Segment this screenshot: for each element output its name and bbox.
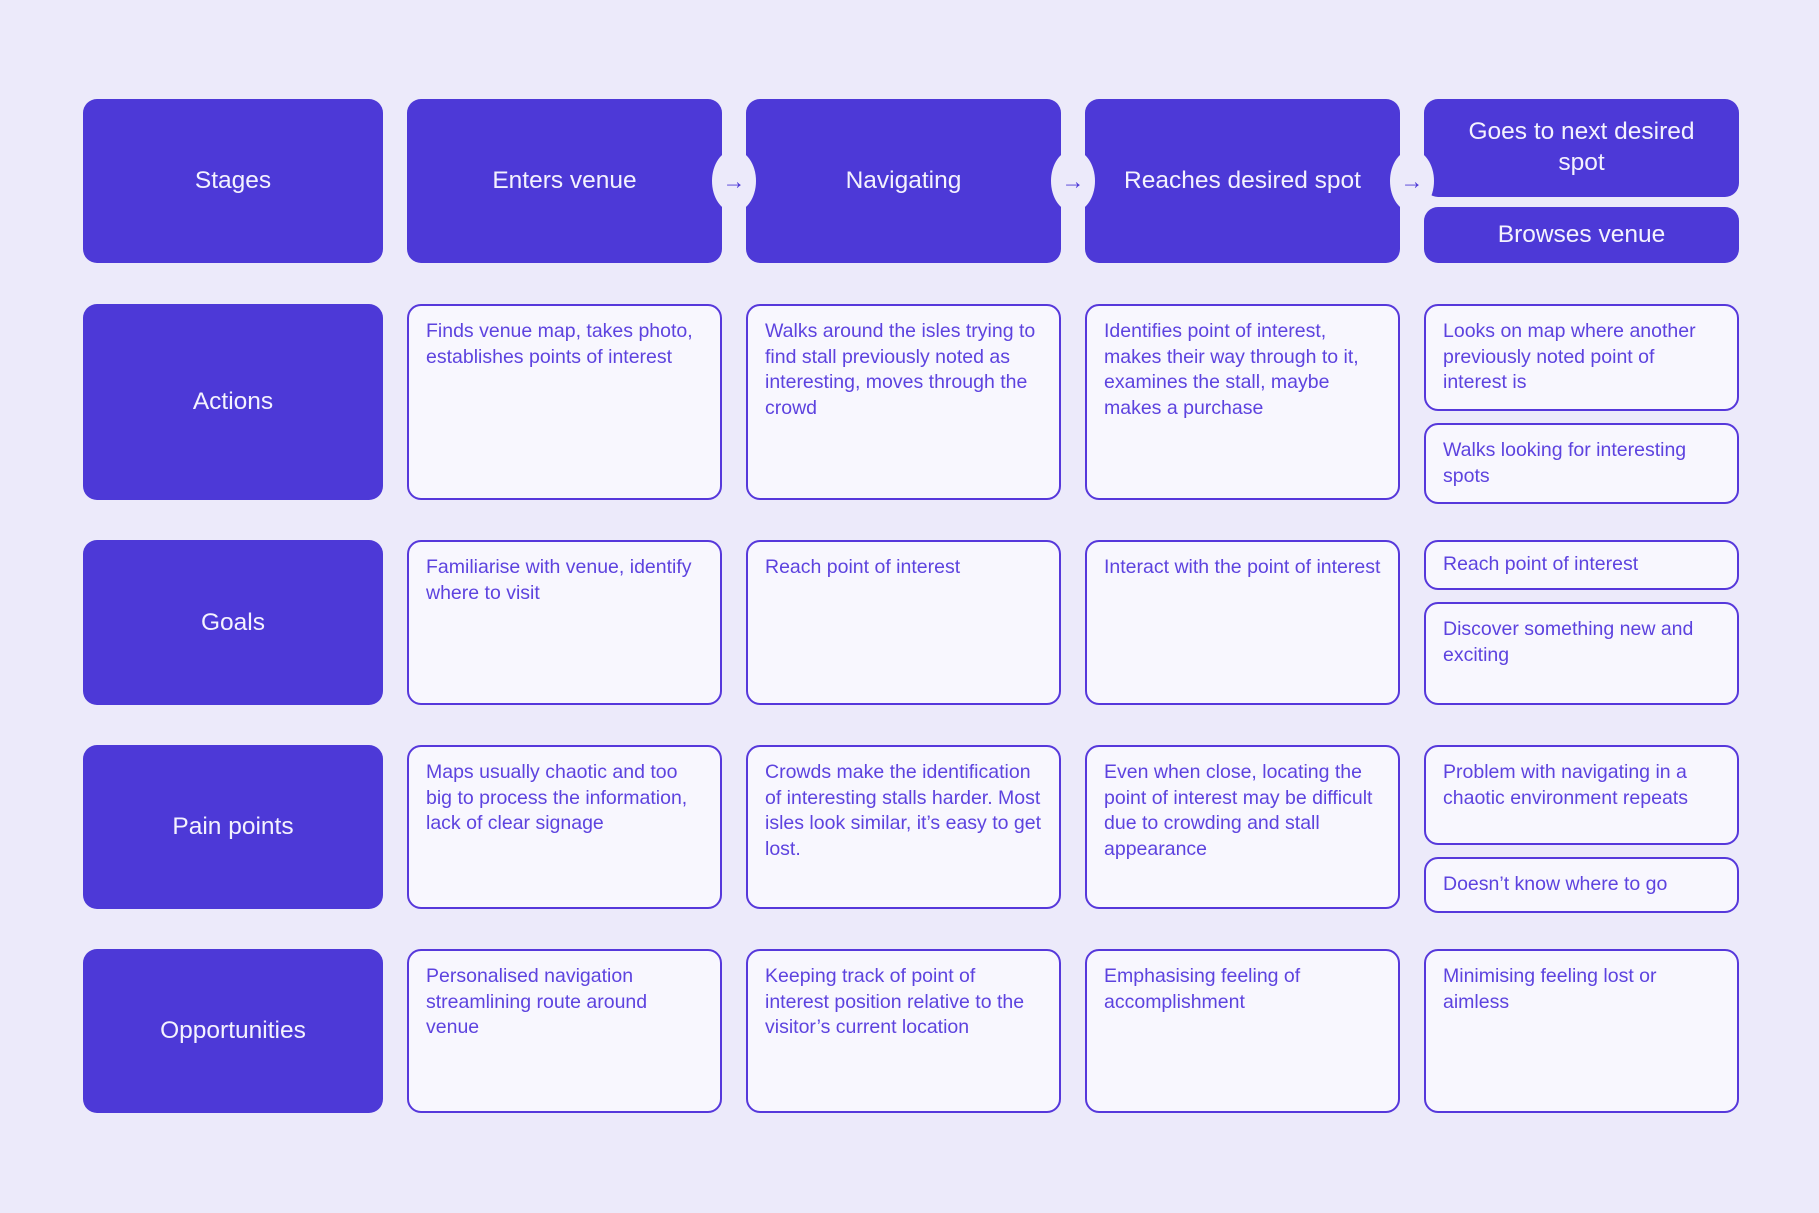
row-label-pain-points: Pain points bbox=[83, 745, 383, 909]
row-label-goals: Goals bbox=[83, 540, 383, 705]
journey-cell-stacked: Looks on map where another previously no… bbox=[1424, 304, 1739, 505]
row-label-actions: Actions bbox=[83, 304, 383, 500]
stage-box: Reaches desired spot bbox=[1085, 99, 1400, 263]
goals-row: Goals Familiarise with venue, identify w… bbox=[83, 540, 1739, 705]
journey-card: Reach point of interest bbox=[1424, 540, 1739, 590]
journey-card: Minimising feeling lost or aimless bbox=[1424, 949, 1739, 1113]
arrow-connector: → bbox=[712, 150, 756, 212]
journey-card: Emphasising feeling of accomplishment bbox=[1085, 949, 1400, 1113]
row-label-opportunities: Opportunities bbox=[83, 949, 383, 1113]
stage-box: Enters venue bbox=[407, 99, 722, 263]
arrow-right-icon: → bbox=[1061, 167, 1085, 194]
stage-label: Enters venue bbox=[492, 166, 637, 194]
journey-card: Problem with navigating in a chaotic env… bbox=[1424, 745, 1739, 845]
row-label-stages: Stages bbox=[83, 99, 383, 263]
stage-box-browses-venue: Browses venue bbox=[1424, 207, 1739, 263]
journey-card: Interact with the point of interest bbox=[1085, 540, 1400, 705]
journey-cell: Emphasising feeling of accomplishment bbox=[1085, 949, 1400, 1113]
stage-cell-reaches-desired-spot: Reaches desired spot bbox=[1085, 99, 1400, 263]
journey-card: Walks around the isles trying to find st… bbox=[746, 304, 1061, 500]
journey-cell: Identifies point of interest, makes thei… bbox=[1085, 304, 1400, 500]
journey-cell: Maps usually chaotic and too big to proc… bbox=[407, 745, 722, 909]
row-label-text: Goals bbox=[200, 608, 265, 636]
journey-cell: Interact with the point of interest bbox=[1085, 540, 1400, 705]
stage-label: Goes to next desired spot bbox=[1468, 118, 1695, 176]
journey-cell: Reach point of interest bbox=[746, 540, 1061, 705]
arrow-connector: → bbox=[1051, 150, 1095, 212]
arrow-right-icon: → bbox=[1400, 167, 1424, 194]
journey-cell: Minimising feeling lost or aimless bbox=[1424, 949, 1739, 1113]
opportunities-row: Opportunities Personalised navigation st… bbox=[83, 949, 1739, 1113]
journey-cell: Familiarise with venue, identify where t… bbox=[407, 540, 722, 705]
journey-card: Doesn’t know where to go bbox=[1424, 857, 1739, 913]
journey-cell: Walks around the isles trying to find st… bbox=[746, 304, 1061, 500]
journey-card: Even when close, locating the point of i… bbox=[1085, 745, 1400, 909]
arrow-connector: → bbox=[1390, 150, 1434, 212]
stage-label: Reaches desired spot bbox=[1124, 166, 1361, 194]
row-label-text: Pain points bbox=[172, 813, 294, 840]
arrow-right-icon: → bbox=[722, 167, 746, 194]
journey-card: Finds venue map, takes photo, establishe… bbox=[407, 304, 722, 500]
stage-cell-enters-venue: Enters venue bbox=[407, 99, 722, 263]
journey-cell: Keeping track of point of interest posit… bbox=[746, 949, 1061, 1113]
journey-card: Walks looking for interesting spots bbox=[1424, 423, 1739, 505]
journey-cell: Personalised navigation streamlining rou… bbox=[407, 949, 722, 1113]
pain-points-row: Pain points Maps usually chaotic and too… bbox=[83, 745, 1739, 913]
journey-card: Maps usually chaotic and too big to proc… bbox=[407, 745, 722, 909]
journey-card: Looks on map where another previously no… bbox=[1424, 304, 1739, 411]
stage-cell-navigating: Navigating bbox=[746, 99, 1061, 263]
journey-card: Keeping track of point of interest posit… bbox=[746, 949, 1061, 1113]
journey-cell: Crowds make the identification of intere… bbox=[746, 745, 1061, 909]
journey-cell-stacked: Reach point of interest Discover somethi… bbox=[1424, 540, 1739, 705]
row-label-text: Opportunities bbox=[160, 1017, 306, 1044]
journey-card: Familiarise with venue, identify where t… bbox=[407, 540, 722, 705]
actions-row: Actions Finds venue map, takes photo, es… bbox=[83, 304, 1739, 505]
stage-label: Navigating bbox=[845, 166, 962, 194]
journey-card: Crowds make the identification of intere… bbox=[746, 745, 1061, 909]
stage-box-goes-to-next: Goes to next desired spot bbox=[1424, 99, 1739, 197]
row-label-text: Stages bbox=[194, 167, 272, 194]
journey-cell-stacked: Problem with navigating in a chaotic env… bbox=[1424, 745, 1739, 913]
journey-card: Personalised navigation streamlining rou… bbox=[407, 949, 722, 1113]
stage-cell-split: Goes to next desired spot Browses venue bbox=[1424, 99, 1739, 263]
stage-box: Navigating bbox=[746, 99, 1061, 263]
journey-card: Discover something new and exciting bbox=[1424, 602, 1739, 705]
journey-cell: Even when close, locating the point of i… bbox=[1085, 745, 1400, 909]
journey-card: Identifies point of interest, makes thei… bbox=[1085, 304, 1400, 500]
row-label-text: Actions bbox=[192, 388, 274, 415]
stage-label: Browses venue bbox=[1497, 220, 1666, 248]
stages-row: Stages Enters venue Navigating Reaches d… bbox=[83, 99, 1739, 263]
journey-cell: Finds venue map, takes photo, establishe… bbox=[407, 304, 722, 500]
journey-card: Reach point of interest bbox=[746, 540, 1061, 705]
